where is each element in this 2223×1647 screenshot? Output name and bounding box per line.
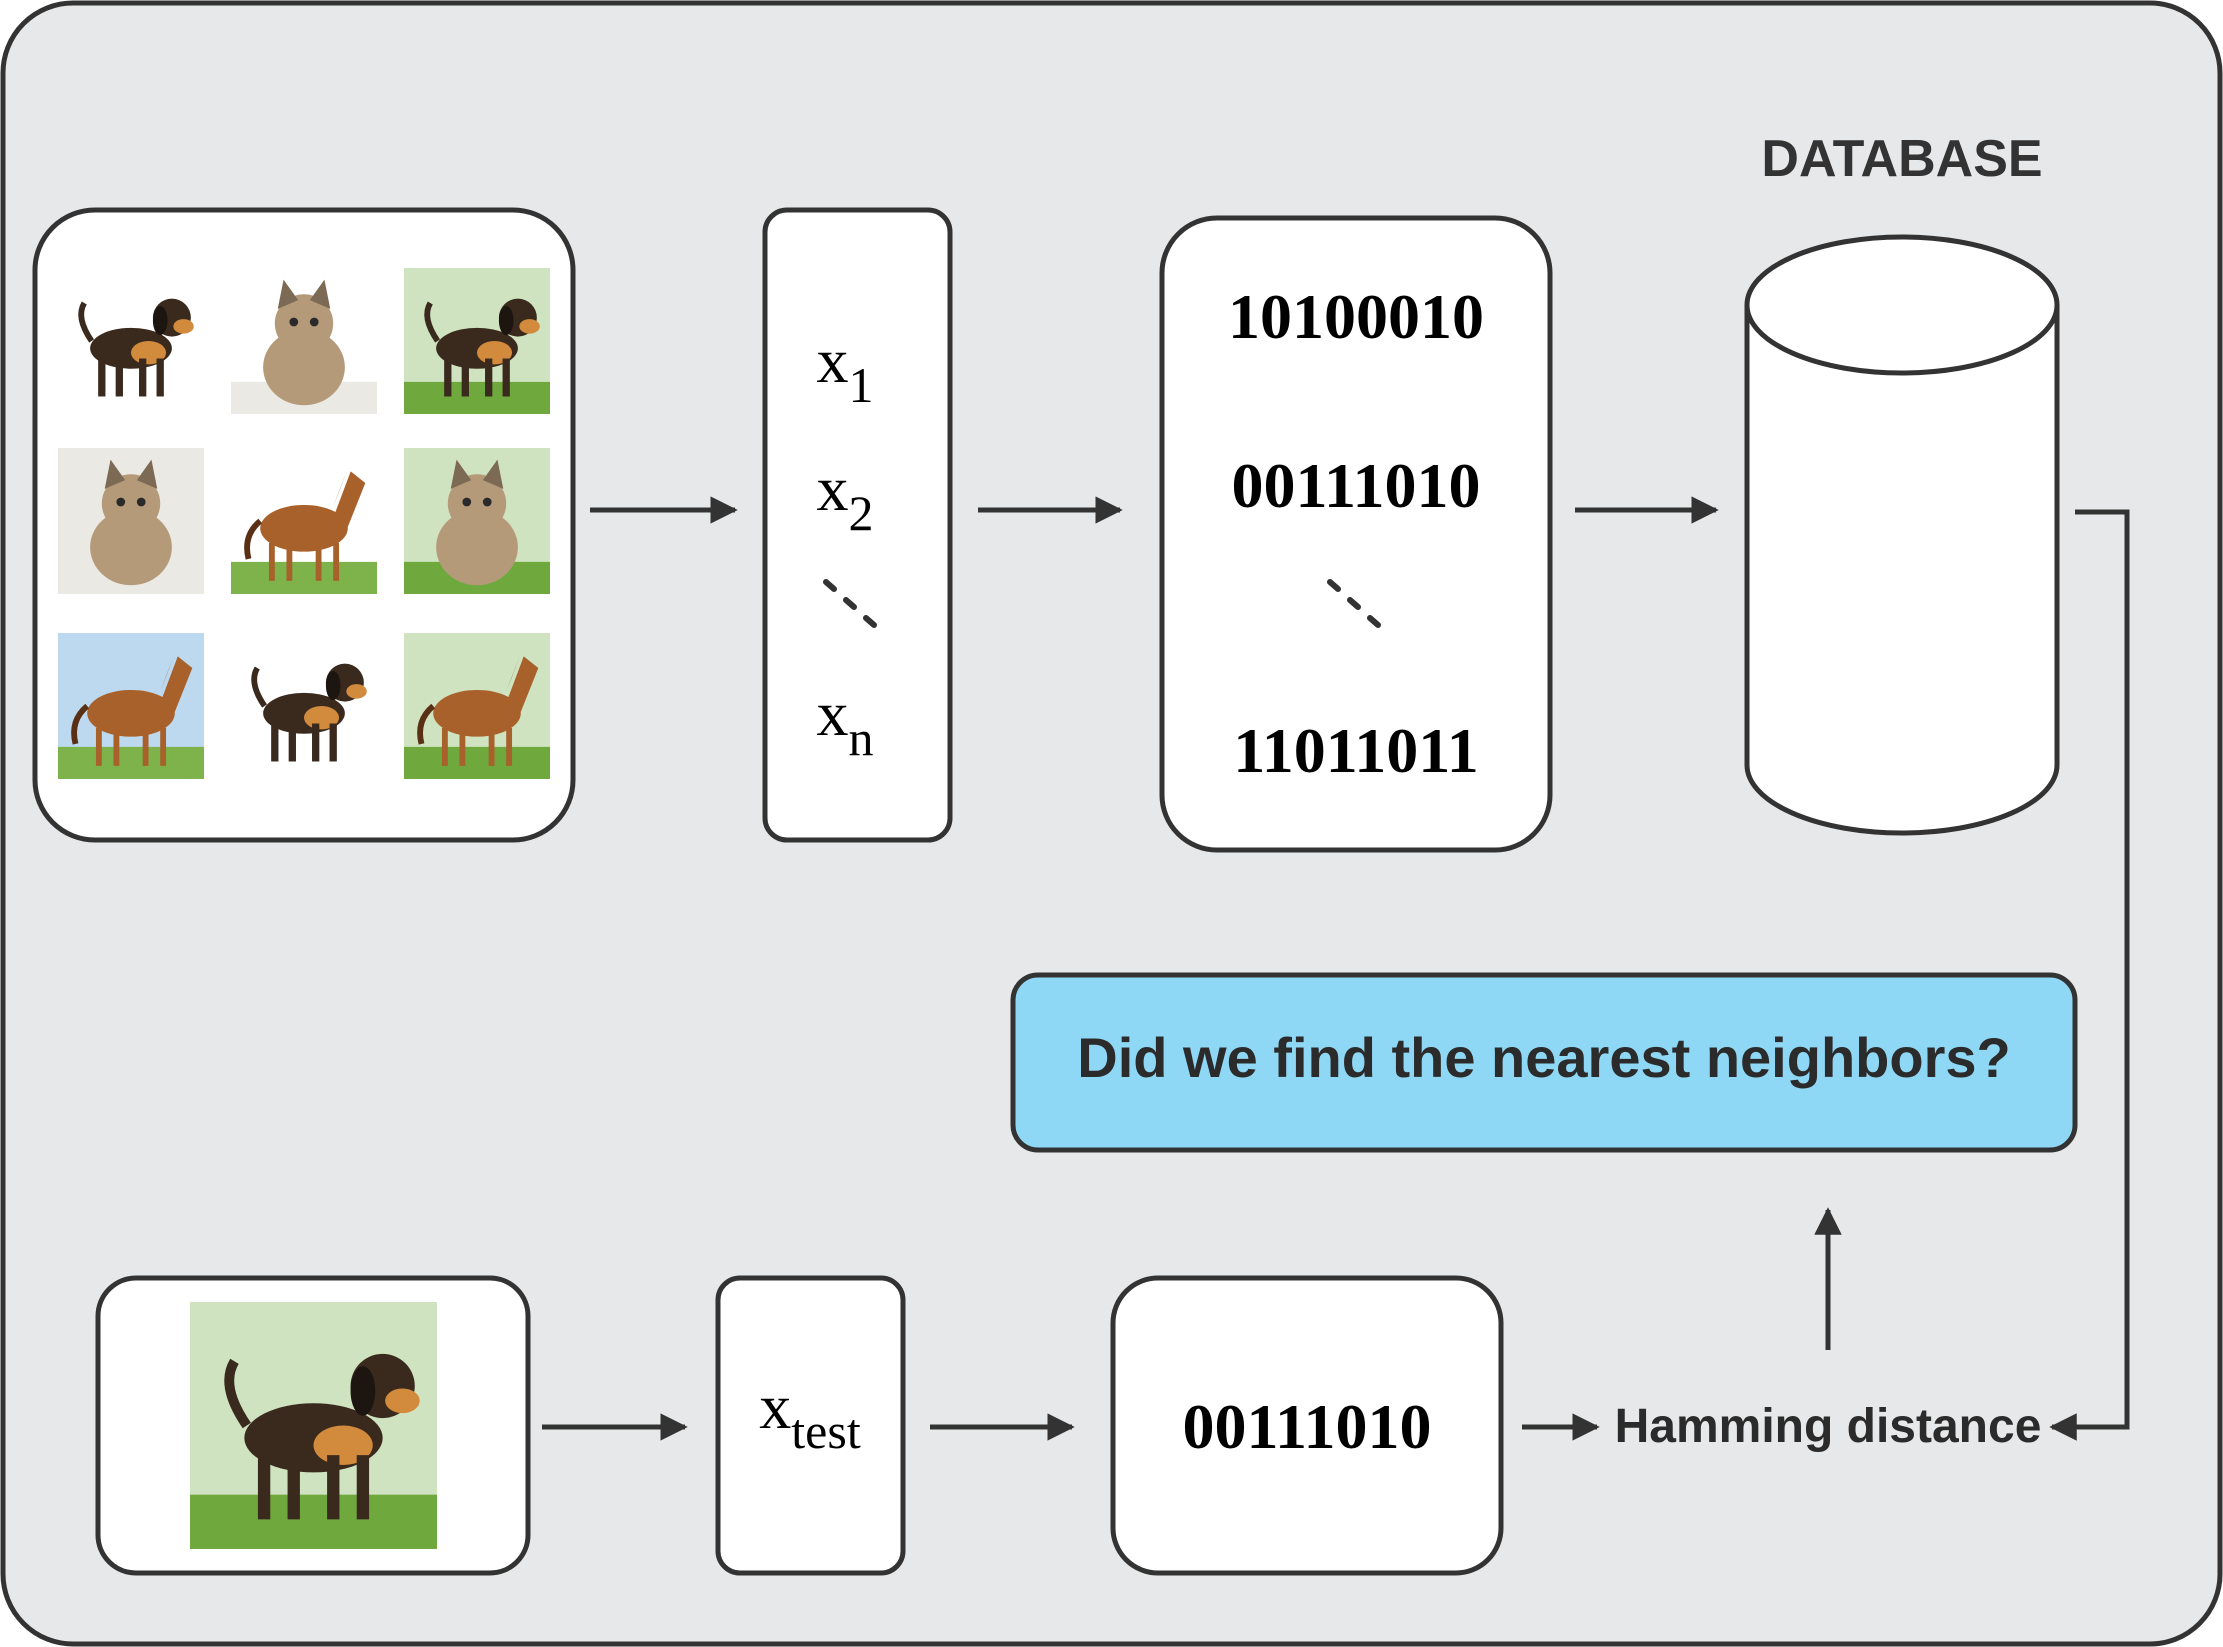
horse-photo-icon [231,448,377,594]
pony-photo-icon [58,633,204,779]
test-code: 00111010 [1183,1391,1432,1462]
hamming-distance-label: Hamming distance [1615,1400,2042,1453]
feature-vectors-box: x1 x2 xn [762,207,953,843]
feature-x1: x1 [817,325,874,413]
database-label: DATABASE [1761,130,2042,188]
puppies-photo-icon [404,268,550,414]
code-1: 10100010 [1228,281,1484,352]
arrow-database-to-hamming [2049,509,2130,1441]
question-text: Did we find the nearest neighbors? [1077,1026,2010,1089]
code-ellipsis-icon [1327,579,1381,628]
test-dog-photo-icon [190,1302,437,1549]
test-image-box [95,1275,531,1576]
test-feature-box: xtest [715,1275,906,1576]
cat-photo-icon [404,448,550,594]
feature-x2: x2 [817,453,874,541]
test-feature: xtest [759,1371,861,1459]
database-cylinder-icon [1744,234,2060,836]
question-box: Did we find the nearest neighbors? [1010,972,2078,1153]
code-2: 00111010 [1232,450,1481,521]
cat-photo-icon [231,268,377,414]
test-image [190,1302,437,1549]
feature-xn: xn [817,678,874,766]
beagle-photo-icon [231,633,377,779]
dog-photo-icon [58,268,204,414]
feature-ellipsis-icon [823,579,877,628]
code-3: 11011011 [1233,715,1478,786]
test-code-box: 00111010 [1110,1275,1504,1576]
training-images-grid [58,268,550,779]
kitten-photo-icon [58,448,204,594]
binary-codes-box: 10100010 00111010 11011011 [1159,215,1553,853]
foal-photo-icon [404,633,550,779]
training-images-box [32,207,576,843]
